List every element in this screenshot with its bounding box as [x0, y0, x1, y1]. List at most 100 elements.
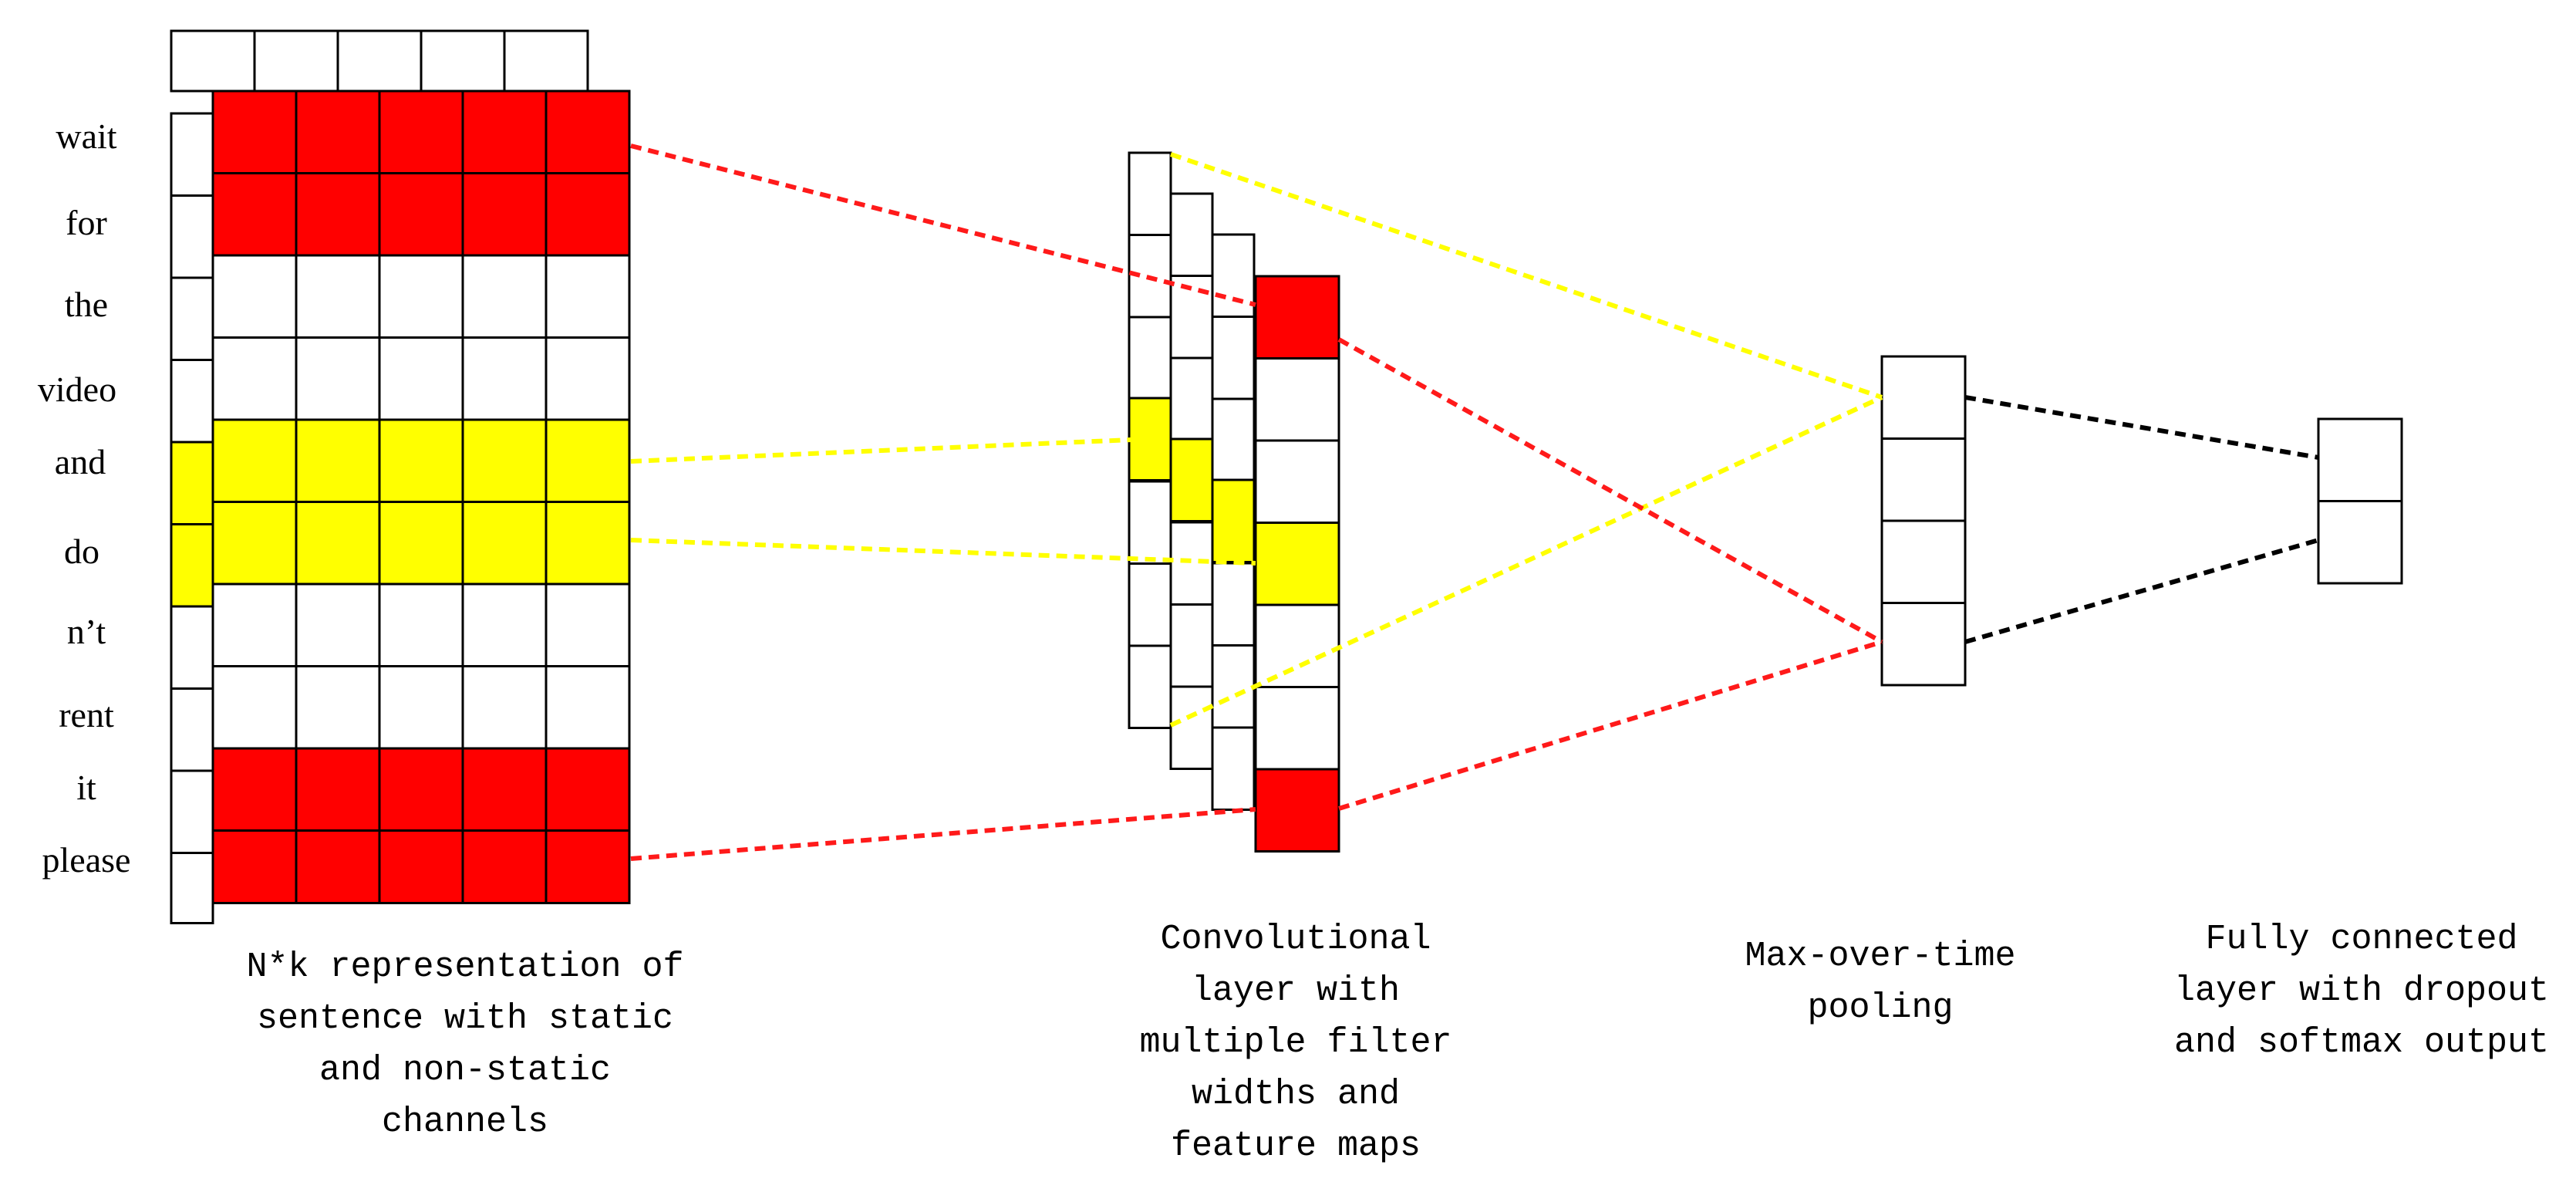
input-matrix-cell [461, 501, 548, 586]
input-matrix-cell [545, 254, 631, 339]
back-channel-cell [170, 769, 214, 854]
word-label-do: do [64, 532, 99, 571]
input-matrix-cell [211, 665, 298, 750]
input-matrix-cell [545, 665, 631, 750]
caption-pool: Max-over-time pooling [1745, 937, 2015, 1028]
feature-map-cell [1211, 397, 1256, 482]
input-matrix-cell [211, 829, 298, 904]
feature-map-cell [1128, 316, 1172, 400]
feature-map-cell [1211, 316, 1256, 400]
feature-map-highlight-cell [1169, 437, 1214, 522]
feature-map-cell [1128, 562, 1172, 647]
back-channel-cell [170, 852, 214, 924]
input-matrix-cell [211, 336, 298, 421]
feature-maps [1128, 151, 1256, 811]
word-label-it: it [76, 768, 96, 807]
feature-map-cell [1169, 192, 1214, 277]
back-channel-cell [170, 194, 214, 279]
input-matrix-cell [461, 336, 548, 421]
feature-map-cell [1211, 644, 1256, 729]
feature-map-cell [1169, 275, 1214, 360]
front-feature-map-cell [1254, 522, 1340, 606]
back-channel-cell [503, 29, 589, 93]
input-matrix-cell [378, 501, 464, 586]
input-matrix-cell [295, 89, 381, 174]
word-label-the: the [65, 285, 108, 324]
caption-conv: Convolutional layer with multiple filter… [1139, 920, 1452, 1166]
input-back-channel-column [170, 112, 214, 924]
input-matrix-cell [545, 89, 631, 174]
input-matrix-cell [211, 418, 298, 503]
input-matrix-cell [378, 665, 464, 750]
input-matrix-cell [211, 501, 298, 586]
input-matrix-cell [545, 829, 631, 904]
word-label-rent: rent [59, 695, 114, 734]
caption-conv-line: Convolutional [1160, 920, 1431, 959]
back-channel-cell [336, 29, 423, 93]
black-connector-pool-bottom [1964, 538, 2319, 644]
input-matrix-cell [545, 336, 631, 421]
caption-input-line: sentence with static [257, 999, 673, 1038]
back-channel-cell [170, 112, 214, 197]
yellow-connector-map-top [1170, 152, 1883, 400]
front-feature-map [1254, 275, 1340, 853]
back-channel-cell [170, 687, 214, 772]
word-label-video: video [38, 370, 116, 409]
caption-conv-line: feature maps [1171, 1126, 1421, 1166]
feature-map-cell [1128, 480, 1172, 565]
caption-input-line: channels [382, 1103, 548, 1142]
input-matrix-cell [378, 418, 464, 503]
input-matrix-cell [295, 829, 381, 904]
back-channel-cell [420, 29, 506, 93]
feature-map-cell [1169, 356, 1214, 441]
input-matrix-cell [461, 172, 548, 257]
input-matrix-cell [378, 582, 464, 667]
input-matrix-cell [211, 172, 298, 257]
caption-fc: Fully connected layer with dropout and s… [2174, 920, 2549, 1062]
input-matrix-cell [545, 172, 631, 257]
input-matrix-cell [378, 89, 464, 174]
output-layer [2317, 417, 2403, 585]
input-matrix-cell [378, 254, 464, 339]
input-matrix-cell [461, 829, 548, 904]
pooling-cell [1880, 355, 1967, 440]
word-labels: wait for the video and do n’t rent it pl… [38, 116, 131, 880]
output-cell [2317, 500, 2403, 585]
caption-fc-line: layer with dropout [2174, 971, 2549, 1011]
pooling-cell [1880, 519, 1967, 604]
input-matrix [211, 89, 631, 904]
input-matrix-cell [545, 418, 631, 503]
input-matrix-cell [211, 89, 298, 174]
caption-input: N*k representation of sentence with stat… [246, 947, 683, 1142]
caption-input-line: and non-static [319, 1051, 611, 1090]
back-channel-cell [253, 29, 339, 93]
word-label-nt: n’t [67, 612, 106, 651]
output-cell [2317, 417, 2403, 502]
back-channel-cell [170, 441, 214, 525]
input-matrix-cell [461, 418, 548, 503]
input-matrix-cell [545, 582, 631, 667]
input-matrix-cell [461, 665, 548, 750]
word-label-for: for [66, 203, 107, 242]
back-channel-cell [170, 605, 214, 690]
input-matrix-cell [461, 254, 548, 339]
input-matrix-cell [295, 172, 381, 257]
pooling-cell [1880, 437, 1967, 522]
input-matrix-cell [378, 747, 464, 832]
feature-map-cell [1128, 644, 1172, 729]
feature-map-highlight-cell [1211, 478, 1256, 563]
red-connector-map-bottom [1338, 640, 1883, 811]
input-matrix-cell [295, 336, 381, 421]
front-feature-map-cell [1254, 768, 1340, 853]
feature-map-cell [1128, 151, 1172, 236]
front-feature-map-cell [1254, 439, 1340, 524]
pooling-layer [1880, 355, 1967, 687]
feature-map-highlight-cell [1128, 397, 1172, 481]
caption-input-line: N*k representation of [246, 947, 683, 987]
back-channel-cell [170, 523, 214, 608]
front-feature-map-cell [1254, 686, 1340, 771]
word-label-and: and [55, 442, 106, 481]
yellow-connector-input-and [630, 437, 1131, 464]
input-matrix-cell [461, 582, 548, 667]
input-matrix-cell [461, 747, 548, 832]
